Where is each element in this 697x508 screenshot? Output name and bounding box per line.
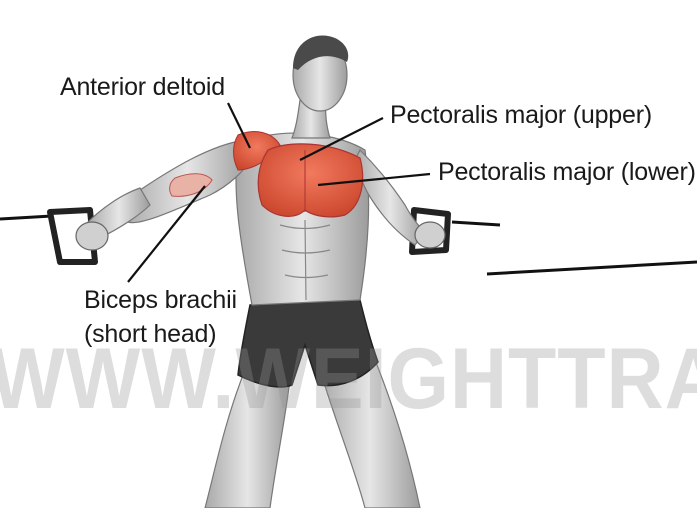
left-hand [75,221,109,251]
leader-deltoid [227,102,251,149]
label-biceps-brachii: Biceps brachii [84,286,237,314]
left-handle-icon [47,207,98,265]
leader-pec-upper [299,117,384,161]
watermark: WWW.WEIGHTTRAINING.COM [0,331,697,427]
label-pectoralis-lower: Pectoralis major (lower) [438,158,696,186]
label-anterior-deltoid: Anterior deltoid [60,73,225,101]
pectoralis-major-highlight [257,143,364,218]
label-pectoralis-upper: Pectoralis major (upper) [390,101,652,129]
right-handle-icon [409,207,451,255]
anterior-deltoid-highlight [233,131,281,171]
abdominals [279,219,331,301]
leader-biceps [127,185,206,283]
leader-lines [127,102,431,283]
hair [293,35,349,70]
right-leg [319,359,421,508]
right-cable-lower [486,260,697,276]
shorts [237,299,379,388]
label-biceps-short-head: (short head) [84,320,217,348]
right-hand [414,221,446,249]
right-cable [451,220,501,227]
biceps-highlight [169,173,213,197]
left-cable [0,214,53,221]
left-leg [204,369,291,508]
leader-pec-lower [317,172,431,187]
